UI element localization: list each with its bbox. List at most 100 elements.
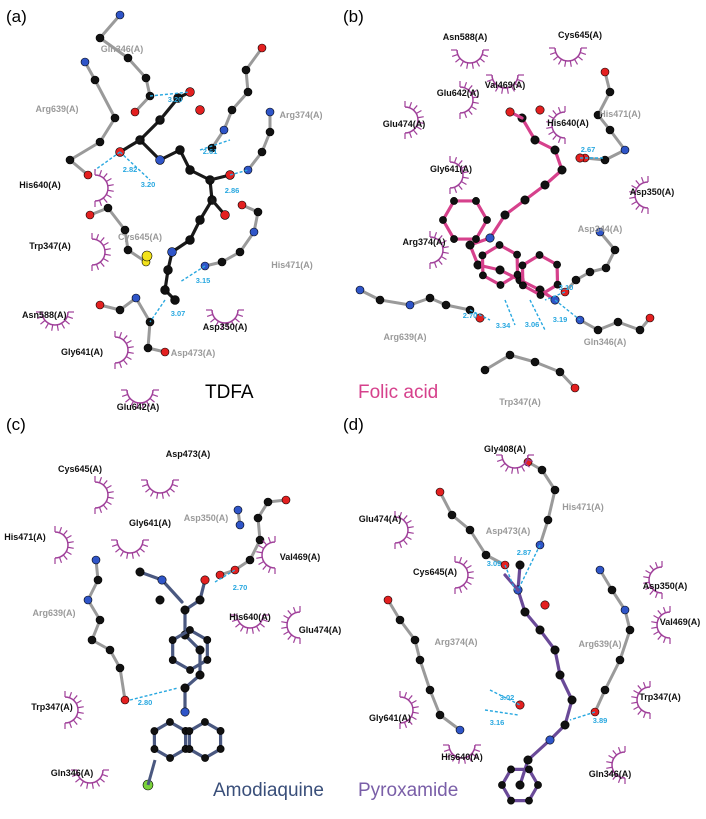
contact-spoke: [405, 519, 412, 525]
contact-spoke: [102, 480, 108, 486]
contact-spoke: [239, 625, 245, 632]
contact-spoke: [412, 105, 418, 111]
contact-spoke: [504, 465, 510, 472]
atom-c: [555, 367, 565, 377]
hydrophobic-contact: [443, 744, 481, 764]
contact-spoke: [410, 699, 417, 705]
atom-c: [498, 781, 506, 789]
contact-spoke: [457, 160, 463, 166]
atom-c: [550, 485, 560, 495]
ligand-name: TDFA: [205, 382, 254, 403]
hbond-distance-label: 2.86: [225, 186, 240, 195]
contact-spoke: [552, 134, 558, 140]
contact-spoke: [637, 685, 643, 691]
atom-n: [83, 595, 93, 605]
contact-spoke: [104, 248, 111, 251]
contact-spoke: [465, 580, 472, 586]
residue-label: Trp347(A): [499, 397, 541, 407]
contact-arc: [459, 86, 474, 114]
atom-n: [595, 227, 605, 237]
residue-label: Glu642(A): [117, 402, 160, 412]
hbond-distance-label: 3.07: [171, 309, 186, 318]
contact-spoke: [67, 541, 74, 544]
contact-spoke: [102, 257, 109, 263]
residue-label: Arg639(A): [35, 104, 78, 114]
contact-spoke: [553, 55, 559, 61]
contact-spoke: [111, 543, 118, 548]
residue-label: Glu642(A): [437, 88, 480, 98]
hydrophobic-contact: [71, 769, 109, 789]
contact-spoke: [79, 780, 85, 787]
hydrogen-bond: [149, 91, 191, 97]
residue-label: Asp350(A): [643, 581, 688, 591]
contact-spoke: [417, 121, 424, 124]
atom-c: [473, 260, 483, 270]
contact-spoke: [412, 711, 419, 714]
atom-c: [168, 636, 177, 644]
contact-spoke: [460, 180, 467, 186]
ligand-name: Folic acid: [358, 382, 438, 403]
residue-label: Gly641(A): [430, 164, 472, 174]
contact-spoke: [462, 560, 468, 566]
contact-spoke: [95, 264, 100, 271]
atom-n: [155, 155, 165, 165]
contact-spoke: [465, 564, 472, 570]
contact-spoke: [231, 618, 238, 623]
atom-c: [557, 165, 567, 175]
residue-label: Asp473(A): [171, 348, 216, 358]
contact-spoke: [402, 539, 408, 545]
atom-c: [243, 87, 253, 97]
atom-c: [513, 250, 521, 259]
contact-spoke: [56, 324, 59, 331]
contact-spoke: [451, 53, 458, 58]
hbond-distance-label: 3.34: [496, 321, 511, 330]
contact-spoke: [127, 351, 134, 354]
contact-spoke: [125, 355, 132, 361]
contact-arc: [399, 696, 414, 724]
hydrogen-bond: [554, 299, 581, 321]
hbond-distance-label: 2.67: [581, 145, 596, 154]
contact-spoke: [472, 96, 479, 99]
contact-arc: [456, 49, 484, 64]
hydrophobic-contact: [91, 233, 111, 271]
atom-o: [535, 105, 545, 115]
contact-spoke: [102, 197, 108, 203]
contact-spoke: [457, 184, 463, 190]
atom-o: [645, 313, 655, 323]
contact-arc: [648, 566, 663, 594]
atom-c: [550, 145, 560, 155]
atom-c: [519, 281, 527, 290]
contact-arc: [286, 611, 301, 639]
atom-c: [593, 110, 603, 120]
atom-o: [540, 600, 550, 610]
contact-spoke: [98, 169, 103, 176]
contact-spoke: [460, 164, 467, 170]
contact-spoke: [122, 335, 128, 341]
atom-c: [201, 754, 209, 762]
hydrophobic-contact: [404, 101, 424, 139]
atom-n: [455, 725, 465, 735]
panel-label: (c): [6, 415, 26, 434]
atom-o: [230, 565, 240, 575]
contact-spoke: [149, 490, 155, 497]
atom-c: [227, 105, 237, 115]
contact-spoke: [472, 101, 479, 104]
hydrophobic-contact: [429, 231, 449, 269]
hbond-distance-label: 2.82: [123, 165, 138, 174]
contact-spoke: [68, 691, 73, 698]
residue-label: Arg639(A): [383, 332, 426, 342]
hydrophobic-contact: [94, 476, 114, 514]
hydrophobic-contact: [231, 614, 269, 634]
contact-spoke: [139, 547, 145, 553]
atom-o: [85, 210, 95, 220]
contact-spoke: [115, 547, 121, 553]
atom-n: [595, 565, 605, 575]
atom-c: [105, 645, 115, 655]
atom-c: [195, 645, 205, 655]
atom-c: [625, 625, 635, 635]
atom-c: [203, 656, 212, 664]
atom-c: [530, 357, 540, 367]
contact-spoke: [407, 695, 413, 701]
atom-c: [605, 125, 615, 135]
